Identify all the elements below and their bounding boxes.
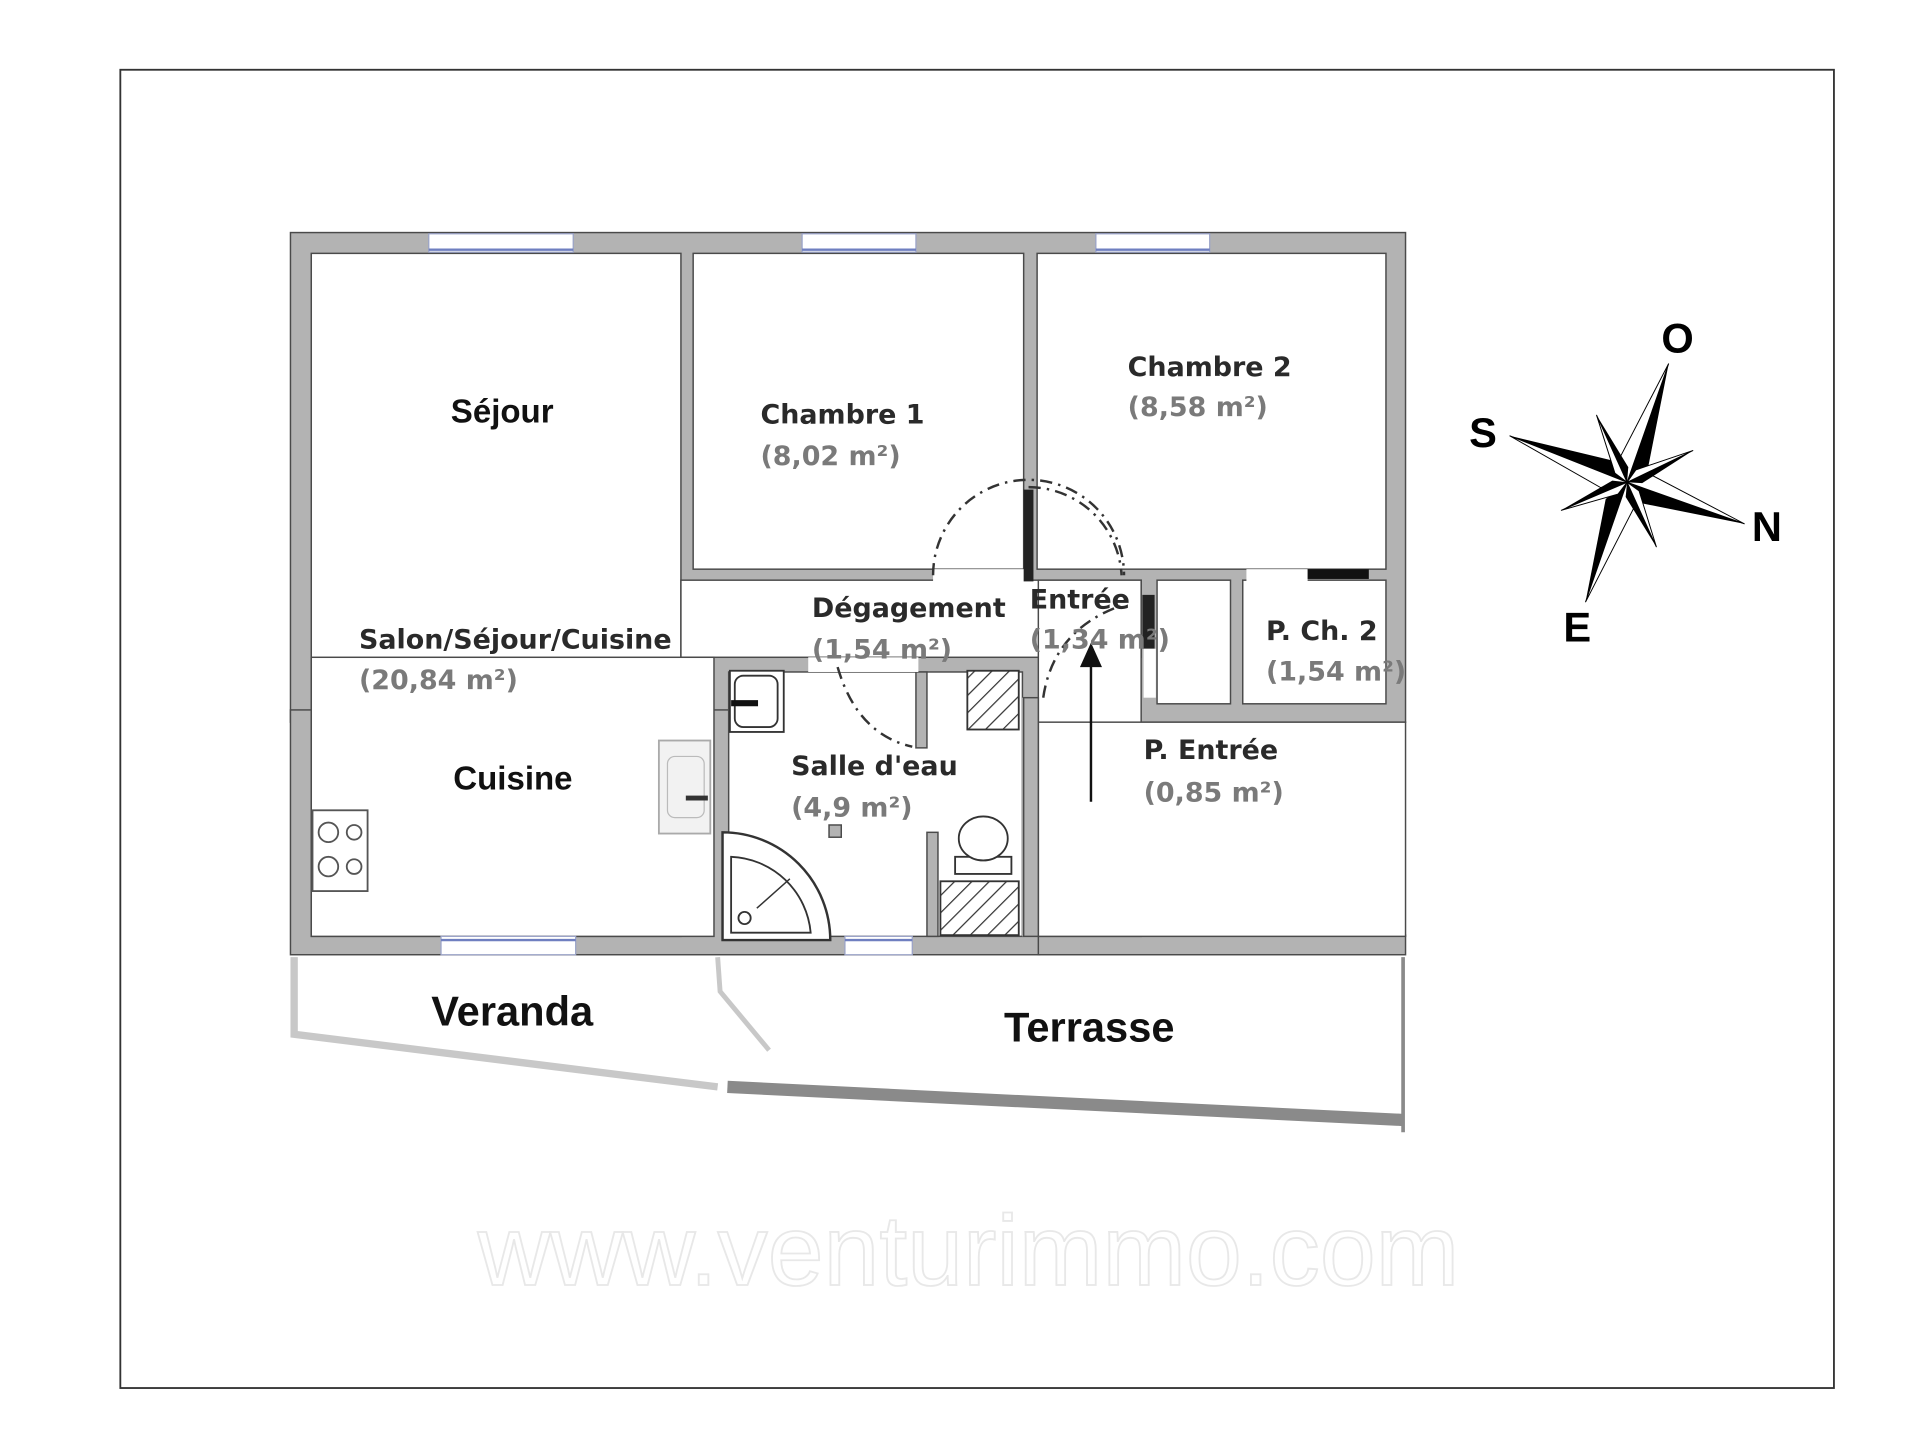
compass-point-dark	[1625, 482, 1657, 548]
compass-point-dark	[1596, 414, 1629, 483]
compass-north-label: N	[1752, 503, 1782, 550]
cooktop	[311, 809, 369, 892]
shower	[721, 831, 832, 942]
label-terrasse: Terrasse	[1004, 1004, 1174, 1051]
compass-rose-icon	[1509, 363, 1745, 603]
label-chambre2: Chambre 2	[1128, 352, 1292, 383]
compass-point-dark	[1627, 450, 1694, 484]
label-pentree: P. Entrée	[1144, 735, 1279, 766]
compass-point-dark	[1585, 482, 1628, 603]
area-salle-eau: (4,9 m²)	[791, 792, 912, 823]
terrasse-outline	[727, 957, 1405, 1133]
label-entree: Entrée	[1030, 584, 1130, 615]
duct-hatched-bottom	[939, 880, 1020, 937]
compass-east-label: E	[1563, 603, 1591, 650]
entry-arrow	[1079, 642, 1102, 802]
area-pch2: (1,54 m²)	[1266, 657, 1406, 688]
bathroom-sink	[728, 669, 785, 733]
door-swings	[836, 478, 1126, 748]
duct-hatched-top	[966, 669, 1020, 731]
label-pch2: P. Ch. 2	[1266, 616, 1378, 647]
label-degagement: Dégagement	[812, 593, 1006, 624]
compass-point-dark	[1560, 480, 1628, 511]
label-chambre1: Chambre 1	[760, 400, 924, 431]
area-pentree: (0,85 m²)	[1144, 778, 1284, 809]
veranda-outline	[290, 956, 771, 1091]
area-salon: (20,84 m²)	[359, 665, 518, 696]
label-salon: Salon/Séjour/Cuisine	[359, 625, 672, 656]
kitchen-sink	[657, 739, 712, 835]
toilet	[954, 815, 1013, 875]
watermark: www.venturimmo.com	[477, 1195, 1460, 1307]
label-veranda: Veranda	[431, 988, 594, 1035]
label-cuisine: Cuisine	[453, 760, 572, 797]
compass-south-label: S	[1469, 409, 1497, 456]
area-degagement: (1,54 m²)	[812, 635, 952, 666]
area-chambre2: (8,58 m²)	[1128, 392, 1268, 423]
area-chambre1: (8,02 m²)	[760, 441, 900, 472]
compass-west-label: O	[1661, 315, 1693, 362]
windows	[428, 233, 1211, 956]
compass-point-dark	[1509, 435, 1628, 483]
label-sejour: Séjour	[451, 393, 554, 430]
compass-point-dark	[1627, 363, 1669, 483]
door-openings	[808, 489, 1369, 938]
area-entree: (1,34 m²)	[1030, 625, 1170, 656]
label-salle-eau: Salle d'eau	[791, 751, 958, 782]
